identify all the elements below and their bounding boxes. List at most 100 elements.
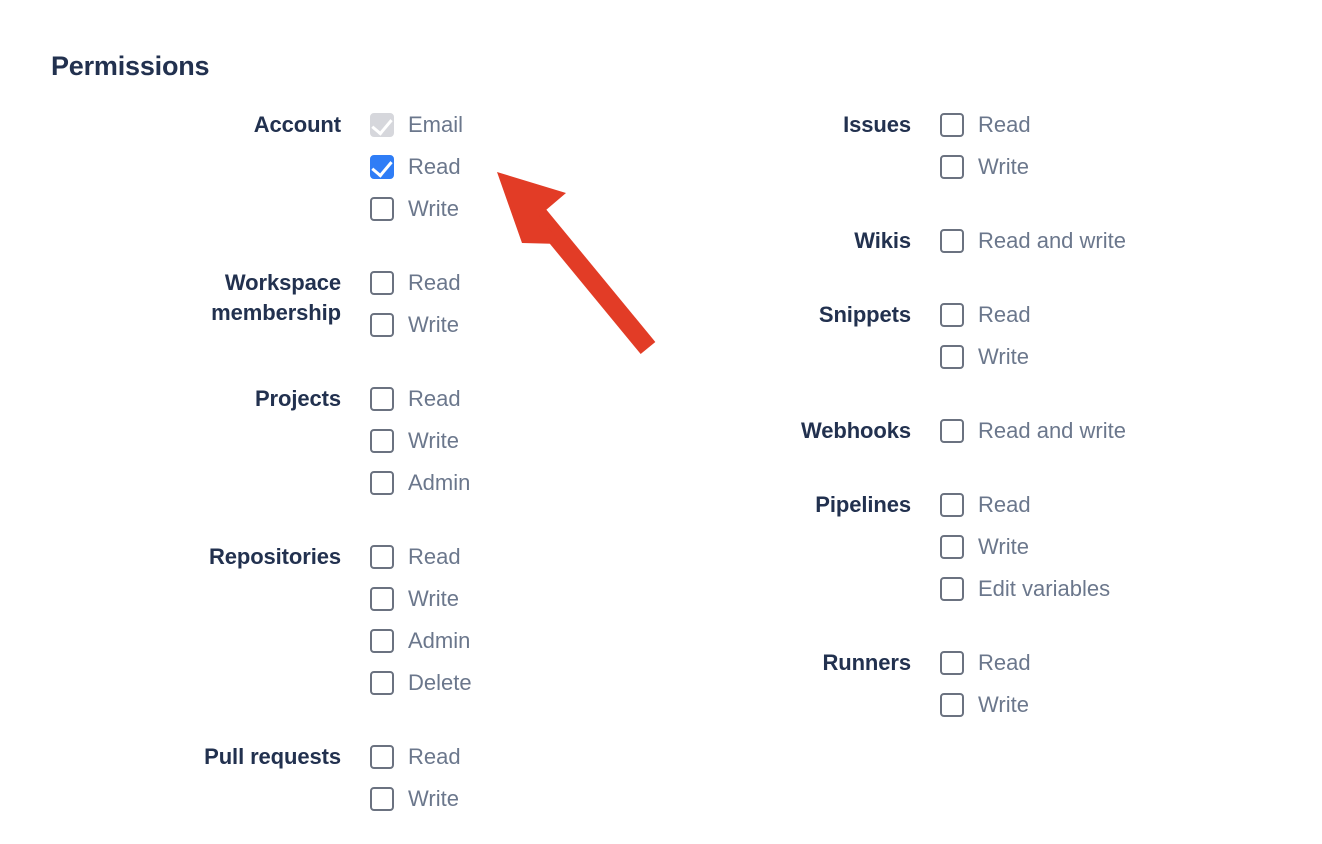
permission-option-label: Read: [978, 112, 1031, 137]
permission-option-row[interactable]: Read: [940, 642, 1031, 684]
permission-option-row[interactable]: Write: [940, 684, 1031, 726]
permission-option-label: Edit variables: [978, 576, 1111, 601]
permission-option-row[interactable]: Edit variables: [940, 568, 1110, 610]
checkbox-unchecked[interactable]: [370, 387, 394, 411]
check-icon: [371, 113, 393, 136]
permission-option-row[interactable]: Read: [370, 536, 472, 578]
checkbox-unchecked[interactable]: [370, 629, 394, 653]
checkbox-unchecked[interactable]: [940, 155, 964, 179]
checkbox-unchecked[interactable]: [940, 493, 964, 517]
checkbox-unchecked[interactable]: [370, 545, 394, 569]
permission-option-label: Write: [408, 428, 459, 453]
permission-option-list: Read and write: [940, 220, 1126, 262]
permission-option-row[interactable]: Admin: [370, 462, 470, 504]
checkbox-unchecked[interactable]: [370, 745, 394, 769]
permission-option-label: Read: [408, 154, 461, 179]
permission-option-label: Read: [408, 386, 461, 411]
permission-option-label: Write: [978, 154, 1029, 179]
permission-group-label: Repositories: [208, 544, 341, 569]
checkbox-unchecked[interactable]: [370, 271, 394, 295]
checkbox-unchecked[interactable]: [940, 693, 964, 717]
permission-group-label: Projects: [254, 386, 341, 411]
checkbox-unchecked[interactable]: [940, 419, 964, 443]
permission-option-row[interactable]: Write: [370, 578, 472, 620]
permission-option-row[interactable]: Email: [370, 104, 463, 146]
check-icon: [371, 155, 393, 178]
permission-option-row[interactable]: Delete: [370, 662, 472, 704]
permission-option-row[interactable]: Admin: [370, 620, 472, 662]
permission-option-label: Read: [408, 744, 461, 769]
permission-option-label: Read and write: [978, 228, 1126, 253]
permission-option-label: Write: [978, 344, 1029, 369]
permission-option-row[interactable]: Read and write: [940, 410, 1126, 452]
permission-option-label: Read and write: [978, 418, 1126, 443]
permission-option-label: Read: [408, 270, 461, 295]
permission-option-row[interactable]: Write: [940, 526, 1110, 568]
permission-option-row[interactable]: Read: [940, 104, 1031, 146]
permission-option-row[interactable]: Read and write: [940, 220, 1126, 262]
checkbox-unchecked[interactable]: [940, 303, 964, 327]
permission-option-list: Read and write: [940, 410, 1126, 452]
permission-option-label: Write: [978, 692, 1029, 717]
permission-option-row[interactable]: Read: [370, 378, 470, 420]
checkbox-unchecked[interactable]: [370, 429, 394, 453]
permission-option-label: Read: [978, 650, 1031, 675]
checkbox-unchecked[interactable]: [940, 229, 964, 253]
permission-option-label: Write: [408, 196, 459, 221]
checkbox-unchecked[interactable]: [370, 313, 394, 337]
permission-option-label: Write: [408, 786, 459, 811]
permission-group-label: Wikis: [854, 228, 911, 253]
checkbox-unchecked[interactable]: [940, 345, 964, 369]
permission-option-row[interactable]: Read: [370, 262, 461, 304]
permission-option-row[interactable]: Read: [370, 146, 463, 188]
checkbox-unchecked[interactable]: [370, 787, 394, 811]
permission-option-label: Admin: [408, 470, 471, 495]
checkbox-unchecked[interactable]: [940, 535, 964, 559]
permission-option-row[interactable]: Read: [370, 736, 461, 778]
checkbox-unchecked[interactable]: [370, 471, 394, 495]
permission-option-label: Write: [408, 586, 459, 611]
checkbox-unchecked[interactable]: [370, 197, 394, 221]
permission-option-row[interactable]: Write: [370, 778, 461, 820]
checkbox-unchecked[interactable]: [940, 651, 964, 675]
permission-group-label: Webhooks: [800, 418, 911, 443]
permission-option-row[interactable]: Write: [370, 420, 470, 462]
checkbox-checked[interactable]: [370, 155, 394, 179]
permission-group: Webhooks Read and write: [600, 410, 1260, 452]
checkbox-unchecked[interactable]: [370, 671, 394, 695]
permission-option-label: Read: [978, 492, 1031, 517]
permission-option-row[interactable]: Read: [940, 484, 1110, 526]
permission-option-label: Write: [978, 534, 1029, 559]
checkbox-unchecked[interactable]: [940, 577, 964, 601]
permission-group-label: Runners: [822, 650, 911, 675]
permission-option-row[interactable]: Write: [940, 336, 1031, 378]
permission-group: Wikis Read and write: [600, 220, 1260, 262]
permission-option-row[interactable]: Read: [940, 294, 1031, 336]
permission-option-row[interactable]: Write: [940, 146, 1031, 188]
permission-group-label: Issues: [843, 112, 911, 137]
checkbox-unchecked[interactable]: [940, 113, 964, 137]
permission-option-row[interactable]: Write: [370, 304, 461, 346]
permission-option-label: Delete: [408, 670, 472, 695]
permission-option-label: Read: [978, 302, 1031, 327]
permission-option-row[interactable]: Write: [370, 188, 463, 230]
checkbox-unchecked[interactable]: [370, 587, 394, 611]
permission-option-label: Write: [408, 312, 459, 337]
